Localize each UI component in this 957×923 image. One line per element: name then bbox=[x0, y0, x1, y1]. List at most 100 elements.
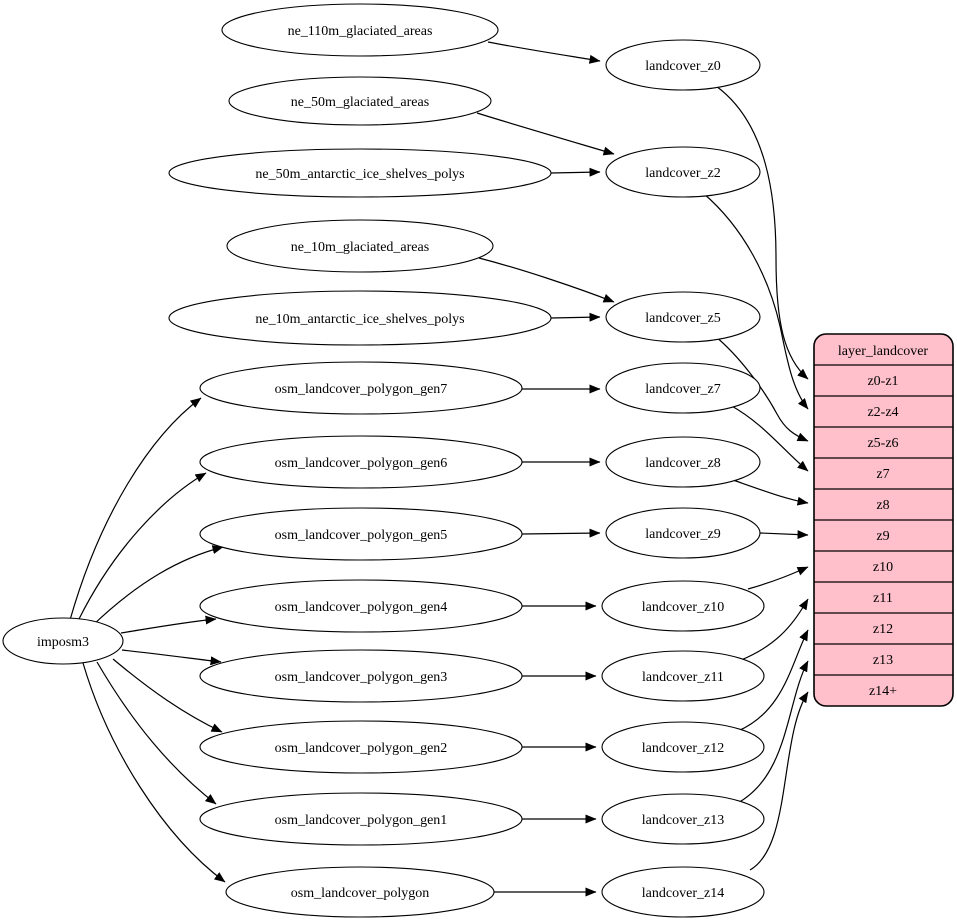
imposm3-label: imposm3 bbox=[37, 635, 89, 650]
edge-imposm3-osm-landcover-polygon-gen3 bbox=[121, 649, 222, 666]
landcover-z11-ellipse bbox=[601, 650, 765, 702]
osm-landcover-polygon-gen5-label: osm_landcover_polygon_gen5 bbox=[275, 528, 448, 543]
landcover-z10-label: landcover_z10 bbox=[642, 600, 724, 615]
node-landcover-z2: landcover_z2 bbox=[605, 146, 761, 198]
edge-landcover-z8-row-z8 bbox=[732, 479, 809, 506]
ne-50m-glaciated-areas-ellipse bbox=[228, 76, 492, 126]
ne-110m-glaciated-areas-ellipse bbox=[221, 3, 499, 57]
landcover-z2-ellipse bbox=[605, 146, 761, 198]
ne-50m-glaciated-areas-label: ne_50m_glaciated_areas bbox=[291, 95, 429, 110]
node-osm-landcover-polygon-gen2: osm_landcover_polygon_gen2 bbox=[199, 720, 523, 774]
node-landcover-z9: landcover_z9 bbox=[605, 507, 761, 559]
landcover-z8-ellipse bbox=[605, 436, 761, 488]
osm-landcover-polygon-gen4-label: osm_landcover_polygon_gen4 bbox=[275, 600, 448, 615]
osm-landcover-polygon-gen1-label: osm_landcover_polygon_gen1 bbox=[275, 813, 448, 828]
edge-landcover-z12-row-z12 bbox=[737, 629, 809, 732]
node-layer: imposm3 ne_110m_glaciated_areas ne_50m_g… bbox=[2, 3, 765, 918]
edge-ne-50m-glaciated-areas-landcover-z2 bbox=[476, 112, 615, 156]
osm-landcover-polygon-gen5-ellipse bbox=[199, 507, 523, 561]
ne-10m-glaciated-areas-label: ne_10m_glaciated_areas bbox=[291, 240, 429, 255]
node-ne-10m-antarctic-ice-shelves-polys: ne_10m_antarctic_ice_shelves_polys bbox=[168, 290, 552, 346]
node-landcover-z12: landcover_z12 bbox=[601, 721, 765, 773]
row-z13: z13 bbox=[873, 653, 893, 668]
osm-landcover-polygon-gen2-label: osm_landcover_polygon_gen2 bbox=[275, 741, 448, 756]
node-landcover-z11: landcover_z11 bbox=[601, 650, 765, 702]
edge-ne-10m-antarctic-ice-shelves-polys-landcover-z5 bbox=[550, 312, 601, 322]
osm-landcover-polygon-gen6-label: osm_landcover_polygon_gen6 bbox=[275, 456, 448, 471]
edge-landcover-z5-row-z5-z6 bbox=[714, 335, 809, 442]
landcover-z0-label: landcover_z0 bbox=[645, 59, 720, 74]
row-z11: z11 bbox=[873, 591, 893, 606]
row-z12: z12 bbox=[873, 622, 893, 637]
node-ne-50m-antarctic-ice-shelves-polys: ne_50m_antarctic_ice_shelves_polys bbox=[168, 148, 552, 198]
edge-imposm3-osm-landcover-polygon bbox=[82, 662, 226, 883]
node-landcover-z14: landcover_z14 bbox=[601, 866, 765, 918]
edge-imposm3-osm-landcover-polygon-gen5 bbox=[91, 545, 224, 627]
ne-10m-antarctic-ice-shelves-polys-label: ne_10m_antarctic_ice_shelves_polys bbox=[255, 312, 464, 327]
row-z5-z6: z5-z6 bbox=[867, 436, 898, 451]
node-landcover-z0: landcover_z0 bbox=[605, 39, 761, 91]
landcover-z12-label: landcover_z12 bbox=[642, 741, 724, 756]
landcover-z9-label: landcover_z9 bbox=[645, 527, 720, 542]
edge-landcover-z11-row-z11 bbox=[740, 598, 809, 661]
edge-imposm3-osm-landcover-polygon-gen6 bbox=[78, 472, 207, 620]
node-osm-landcover-polygon-gen4: osm_landcover_polygon_gen4 bbox=[199, 579, 523, 633]
edge-landcover-z9-row-z9 bbox=[759, 530, 809, 540]
landcover-z0-ellipse bbox=[605, 39, 761, 91]
edge-imposm3-osm-landcover-polygon-gen7 bbox=[69, 397, 202, 621]
node-ne-50m-glaciated-areas: ne_50m_glaciated_areas bbox=[228, 76, 492, 126]
node-osm-landcover-polygon-gen7: osm_landcover_polygon_gen7 bbox=[199, 361, 523, 415]
osm-landcover-polygon-gen1-ellipse bbox=[199, 792, 523, 846]
edge-landcover-z10-row-z10 bbox=[747, 566, 809, 590]
node-osm-landcover-polygon-gen3: osm_landcover_polygon_gen3 bbox=[199, 649, 523, 703]
imposm3-ellipse bbox=[2, 617, 124, 665]
node-osm-landcover-polygon: osm_landcover_polygon bbox=[225, 866, 495, 918]
edge-landcover-z7-row-z7 bbox=[729, 404, 809, 472]
row-z14plus: z14+ bbox=[869, 684, 897, 699]
row-z2-z4: z2-z4 bbox=[867, 405, 898, 420]
landcover-z13-label: landcover_z13 bbox=[642, 813, 724, 828]
landcover-z14-label: landcover_z14 bbox=[642, 886, 724, 901]
ne-50m-antarctic-ice-shelves-polys-label: ne_50m_antarctic_ice_shelves_polys bbox=[255, 167, 464, 182]
edge-imposm3-osm-landcover-polygon-gen1 bbox=[96, 661, 217, 805]
node-ne-110m-glaciated-areas: ne_110m_glaciated_areas bbox=[221, 3, 499, 57]
row-z8: z8 bbox=[876, 498, 889, 513]
osm-landcover-polygon-gen4-ellipse bbox=[199, 579, 523, 633]
landcover-z12-ellipse bbox=[601, 721, 765, 773]
osm-landcover-polygon-ellipse bbox=[225, 866, 495, 918]
ne-110m-glaciated-areas-label: ne_110m_glaciated_areas bbox=[288, 24, 433, 39]
landcover-z11-label: landcover_z11 bbox=[642, 670, 724, 685]
node-osm-landcover-polygon-gen6: osm_landcover_polygon_gen6 bbox=[199, 435, 523, 489]
ne-10m-antarctic-ice-shelves-polys-ellipse bbox=[168, 290, 552, 346]
landcover-z7-ellipse bbox=[605, 362, 761, 414]
node-layer-landcover: layer_landcover z0-z1 z2-z4 z5-z6 z7 z8 … bbox=[813, 333, 954, 707]
layer-landcover-title: layer_landcover bbox=[838, 344, 929, 359]
node-osm-landcover-polygon-gen1: osm_landcover_polygon_gen1 bbox=[199, 792, 523, 846]
edge-ne-10m-glaciated-areas-landcover-z5 bbox=[478, 257, 615, 303]
edge-imposm3-osm-landcover-polygon-gen2 bbox=[112, 658, 223, 733]
row-z10: z10 bbox=[873, 560, 893, 575]
osm-landcover-polygon-gen2-ellipse bbox=[199, 720, 523, 774]
osm-landcover-polygon-gen7-ellipse bbox=[199, 361, 523, 415]
edge-ne-110m-glaciated-areas-landcover-z0 bbox=[487, 41, 601, 64]
edge-landcover-z0-row-z0-z1 bbox=[715, 85, 809, 380]
row-z0-z1: z0-z1 bbox=[867, 374, 898, 389]
landcover-z5-ellipse bbox=[605, 291, 761, 343]
row-z7: z7 bbox=[876, 467, 889, 482]
edge-landcover-z13-row-z13 bbox=[735, 660, 809, 805]
landcover-z2-label: landcover_z2 bbox=[645, 166, 720, 181]
edge-osm-landcover-polygon-gen5-landcover-z9 bbox=[521, 528, 601, 538]
edge-landcover-z2-row-z2-z4 bbox=[702, 192, 809, 410]
landcover-z13-ellipse bbox=[601, 793, 765, 845]
landcover-z8-label: landcover_z8 bbox=[645, 456, 720, 471]
osm-landcover-polygon-gen3-label: osm_landcover_polygon_gen3 bbox=[275, 670, 448, 685]
node-ne-10m-glaciated-areas: ne_10m_glaciated_areas bbox=[226, 219, 494, 273]
edge-ne-50m-antarctic-ice-shelves-polys-landcover-z2 bbox=[550, 167, 601, 177]
row-z9: z9 bbox=[876, 529, 889, 544]
landcover-z7-label: landcover_z7 bbox=[645, 382, 720, 397]
ne-10m-glaciated-areas-ellipse bbox=[226, 219, 494, 273]
landcover-z9-ellipse bbox=[605, 507, 761, 559]
landcover-z14-ellipse bbox=[601, 866, 765, 918]
